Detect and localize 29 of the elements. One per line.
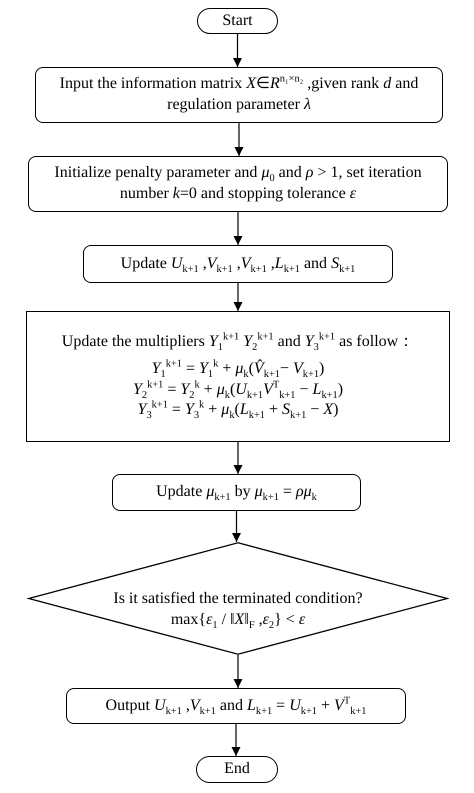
arrow [232,511,241,542]
decision-diamond [28,542,448,655]
arrow [234,212,242,245]
equation: max{ε$_{1}$ / ‖X‖$_{F}$ ,ε$_{2}$} < ε [170,610,306,630]
step-text: Update U$_{k+1}$ ,V$_{k+1}$ ,V$_{k+1}$ ,L$_{k+1}$ and S$_{k+1}$ [120,254,356,274]
step-text: Update μ$_{k+1}$ by μ$_{k+1}$ = ρμ$_{k}$ [155,482,318,503]
terminal-box [196,756,278,783]
process-box [28,156,448,212]
process-box [26,311,450,442]
equation: Y$_{2}$$^{k+1}$ = Y$_{2}$$^{k}$ + μ$_{k}$(U$_{k+1}$V$^{T}$$_{k+1}$ − L$_{k+1}$) [132,380,344,400]
terminal-label: Start [221,10,254,31]
process-box [83,245,393,283]
step-text: Input the information matrix X∈R$^{n₁×n₂}$ ,given rank d and regulation parameter λ [58,74,420,115]
arrow [232,724,240,756]
process-box [35,67,443,123]
arrow [234,442,242,474]
arrow [233,34,242,67]
equation: Y$_{3}$$^{k+1}$ = Y$_{3}$$^{k}$ + μ$_{k}$(L$_{k+1}$ + S$_{k+1}$ − X) [136,400,340,422]
terminal-box [197,8,278,34]
process-box [66,688,406,724]
step-text: Update the multipliers Y$_{1}$$^{k+1}$ Y$_{2}$$^{k+1}$ and Y$_{3}$$^{k+1}$ as follow： [62,332,414,356]
process-box [112,474,361,511]
step-text: Initialize penalty parameter and μ$_{0}$ and ρ > 1, set iteration number k=0 and stopping tolerance ε [53,163,423,204]
arrow [234,655,242,688]
terminal-label: End [223,759,251,780]
arrow [234,283,242,311]
arrow [234,123,244,156]
step-text: Is it satisfied the terminated condition? [112,588,364,609]
equation: Y$_{1}$$^{k+1}$ = Y$_{1}$$^{k}$ + μ$_{k}$(V̂$_{k+1}$− V$_{k+1}$) [150,358,326,380]
